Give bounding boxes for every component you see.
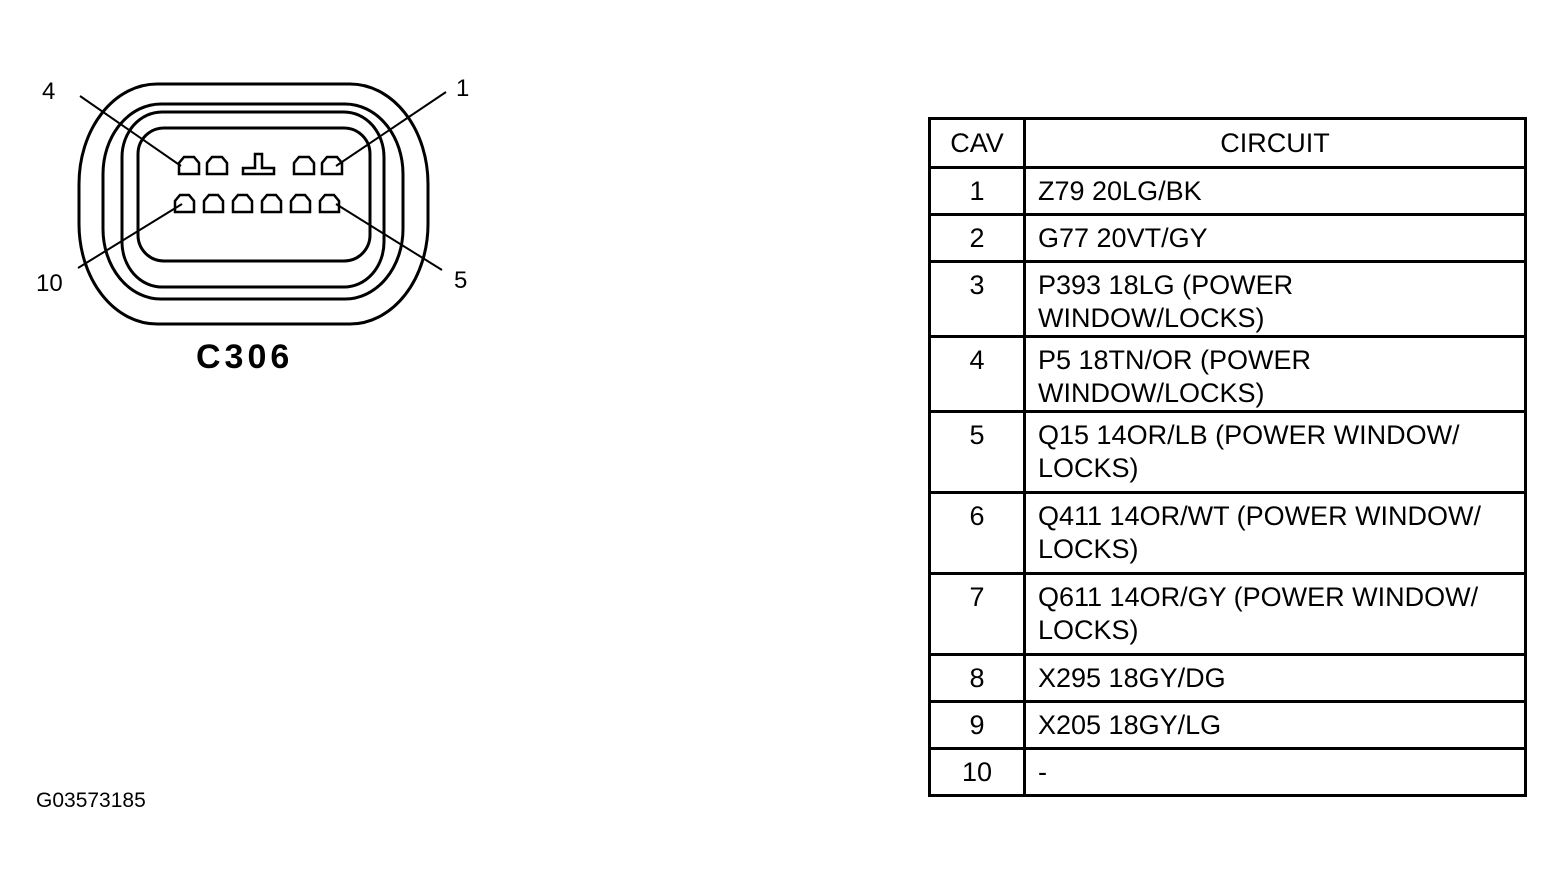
pin-label-4: 4 xyxy=(42,78,55,105)
column-header-circuit: CIRCUIT xyxy=(1023,117,1527,169)
connector-name: C306 xyxy=(196,338,293,376)
terminal-cavity-9 xyxy=(202,193,225,214)
terminal-cavity-3 xyxy=(205,155,229,176)
circuit-cell: X295 18GY/DG xyxy=(1023,653,1527,703)
table-row: 7 Q611 14OR/GY (POWER WINDOW/ LOCKS) xyxy=(928,572,1527,656)
circuit-cell: - xyxy=(1023,747,1527,797)
leader-lines xyxy=(77,91,447,271)
pinout-table: CAV CIRCUIT 1 Z79 20LG/BK 2 G77 20VT/GY … xyxy=(928,117,1527,797)
leader-line-10 xyxy=(77,203,183,269)
circuit-cell: Z79 20LG/BK xyxy=(1023,166,1527,216)
cav-cell: 7 xyxy=(928,572,1026,656)
terminal-cavity-5 xyxy=(318,193,341,214)
leader-line-4 xyxy=(79,95,182,167)
table-row: 2 G77 20VT/GY xyxy=(928,213,1527,263)
connector-terminal-face xyxy=(136,126,372,263)
terminal-cavity-4 xyxy=(177,155,201,176)
table-header-row: CAV CIRCUIT xyxy=(928,117,1527,169)
table-row: 10 - xyxy=(928,747,1527,797)
cav-cell: 5 xyxy=(928,410,1026,494)
leader-line-1 xyxy=(335,91,447,167)
circuit-cell: Q611 14OR/GY (POWER WINDOW/ LOCKS) xyxy=(1023,572,1527,656)
table-row: 6 Q411 14OR/WT (POWER WINDOW/ LOCKS) xyxy=(928,491,1527,575)
terminal-cavity-6 xyxy=(289,193,312,214)
table-row: 8 X295 18GY/DG xyxy=(928,653,1527,703)
terminal-cavity-2 xyxy=(241,152,276,176)
terminal-cavity-10 xyxy=(173,193,196,214)
table-row: 9 X205 18GY/LG xyxy=(928,700,1527,750)
terminal-cavity-7 xyxy=(260,193,283,214)
top-terminal-row xyxy=(177,152,344,176)
circuit-cell: G77 20VT/GY xyxy=(1023,213,1527,263)
figure-id: G03573185 xyxy=(36,789,146,812)
circuit-cell: P393 18LG (POWER WINDOW/LOCKS) xyxy=(1023,260,1527,338)
bottom-terminal-row xyxy=(173,193,341,214)
connector-middle-shell xyxy=(101,102,405,301)
pin-label-10: 10 xyxy=(36,270,63,297)
table-row: 3 P393 18LG (POWER WINDOW/LOCKS) xyxy=(928,260,1527,338)
circuit-cell: Q15 14OR/LB (POWER WINDOW/ LOCKS) xyxy=(1023,410,1527,494)
leader-line-5 xyxy=(335,203,443,271)
pin-label-1: 1 xyxy=(456,75,469,102)
column-header-cav: CAV xyxy=(928,117,1026,169)
cav-cell: 9 xyxy=(928,700,1026,750)
circuit-cell: Q411 14OR/WT (POWER WINDOW/ LOCKS) xyxy=(1023,491,1527,575)
cav-cell: 2 xyxy=(928,213,1026,263)
pin-label-5: 5 xyxy=(454,267,467,294)
table-row: 1 Z79 20LG/BK xyxy=(928,166,1527,216)
cav-cell: 8 xyxy=(928,653,1026,703)
terminal-cavity-1b xyxy=(292,155,316,176)
table-row: 4 P5 18TN/OR (POWER WINDOW/LOCKS) xyxy=(928,335,1527,413)
table-row: 5 Q15 14OR/LB (POWER WINDOW/ LOCKS) xyxy=(928,410,1527,494)
connector-diagram: 4 1 10 5 C306 xyxy=(36,75,469,376)
connector-outer-shell xyxy=(77,82,430,326)
cav-cell: 1 xyxy=(928,166,1026,216)
terminal-cavity-1 xyxy=(320,155,344,176)
terminal-cavity-8 xyxy=(231,193,254,214)
cav-cell: 10 xyxy=(928,747,1026,797)
connector-inner-shell xyxy=(120,110,386,289)
cav-cell: 6 xyxy=(928,491,1026,575)
cav-cell: 3 xyxy=(928,260,1026,338)
circuit-cell: X205 18GY/LG xyxy=(1023,700,1527,750)
circuit-cell: P5 18TN/OR (POWER WINDOW/LOCKS) xyxy=(1023,335,1527,413)
cav-cell: 4 xyxy=(928,335,1026,413)
